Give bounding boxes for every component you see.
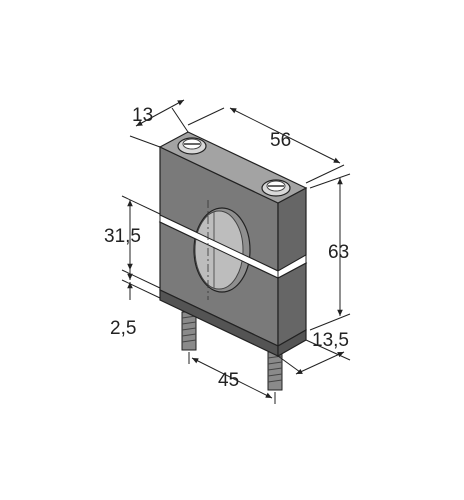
dimension-width-label: 56 (270, 130, 291, 151)
dimension-depth (277, 339, 351, 375)
dimension-thickness-label: 13 (132, 105, 153, 126)
dimension-upper-height (121, 195, 161, 289)
dimension-bolt-spacing-label: 45 (218, 370, 239, 391)
screw-head-right (261, 179, 291, 197)
dimension-depth-label: 13,5 (312, 330, 349, 351)
dimension-height (309, 173, 351, 331)
dimension-gap-label: 2,5 (110, 318, 136, 339)
dimension-thickness (129, 99, 189, 148)
split-gap-side (277, 254, 307, 279)
dimension-height-label: 63 (328, 242, 349, 263)
thread-stud-left (181, 311, 197, 351)
dimension-gap (121, 266, 161, 300)
dimension-width (187, 107, 345, 184)
dimension-bolt-spacing (188, 352, 276, 404)
dimension-upper-height-label: 31,5 (104, 226, 141, 247)
screw-head-left (177, 137, 207, 155)
